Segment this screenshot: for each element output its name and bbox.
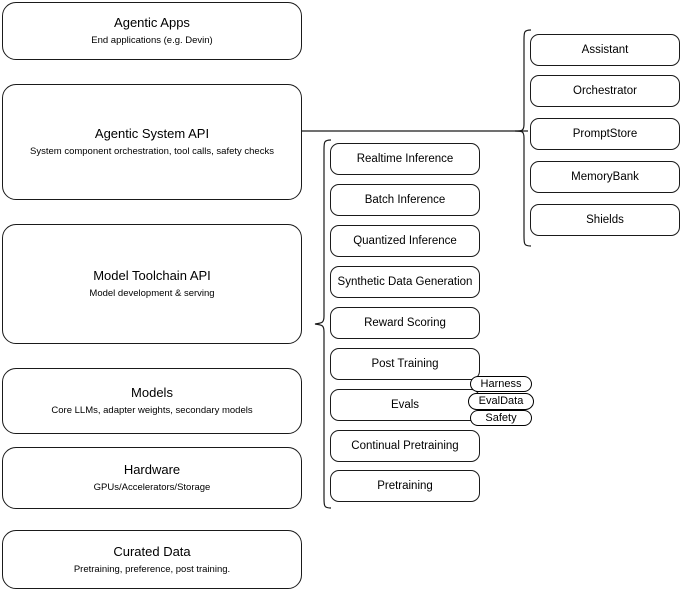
component-assistant[interactable]: Assistant: [530, 34, 680, 66]
evals-pill-safety[interactable]: Safety: [470, 410, 532, 426]
layer-title: Models: [131, 385, 173, 400]
layer-agentic-apps[interactable]: Agentic Apps End applications (e.g. Devi…: [2, 2, 302, 60]
evals-pill-evaldata[interactable]: EvalData: [468, 393, 534, 410]
component-orchestrator[interactable]: Orchestrator: [530, 75, 680, 107]
toolchain-evals[interactable]: Evals: [330, 389, 480, 421]
layer-subtitle: Pretraining, preference, post training.: [73, 563, 231, 575]
component-label: MemoryBank: [571, 171, 639, 183]
toolchain-label: Synthetic Data Generation: [337, 276, 473, 288]
toolchain-quantized-inference[interactable]: Quantized Inference: [330, 225, 480, 257]
toolchain-batch-inference[interactable]: Batch Inference: [330, 184, 480, 216]
component-promptstore[interactable]: PromptStore: [530, 118, 680, 150]
layer-subtitle: Model development & serving: [89, 288, 215, 299]
toolchain-label: Pretraining: [377, 480, 433, 492]
brace-system-components: [514, 28, 532, 248]
component-label: Assistant: [581, 44, 629, 56]
layer-subtitle: System component orchestration, tool cal…: [30, 146, 274, 157]
component-label: Shields: [586, 214, 624, 226]
toolchain-label: Quantized Inference: [353, 235, 457, 247]
toolchain-label: Evals: [390, 399, 420, 411]
toolchain-pretraining[interactable]: Pretraining: [330, 470, 480, 502]
evals-pill-label: Harness: [480, 377, 522, 390]
component-memorybank[interactable]: MemoryBank: [530, 161, 680, 193]
layer-title: Agentic Apps: [114, 15, 190, 30]
layer-title: Agentic System API: [94, 126, 210, 141]
toolchain-continual-pretraining[interactable]: Continual Pretraining: [330, 430, 480, 462]
layer-title: Hardware: [123, 462, 181, 477]
layer-agentic-system-api[interactable]: Agentic System API System component orch…: [2, 84, 302, 200]
toolchain-label: Continual Pretraining: [351, 440, 459, 452]
evals-pill-harness[interactable]: Harness: [470, 376, 532, 392]
toolchain-label: Batch Inference: [364, 194, 446, 206]
evals-pill-label: EvalData: [478, 395, 524, 407]
layer-curated-data[interactable]: Curated Data Pretraining, preference, po…: [2, 530, 302, 589]
layer-model-toolchain-api[interactable]: Model Toolchain API Model development & …: [2, 224, 302, 344]
layer-subtitle: GPUs/Accelerators/Storage: [93, 482, 211, 493]
evals-pill-label: Safety: [485, 411, 517, 424]
component-label: Orchestrator: [573, 85, 637, 97]
toolchain-label: Post Training: [371, 358, 439, 370]
layer-title: Curated Data: [113, 543, 191, 559]
toolchain-post-training[interactable]: Post Training: [330, 348, 480, 380]
layer-models[interactable]: Models Core LLMs, adapter weights, secon…: [2, 368, 302, 434]
component-shields[interactable]: Shields: [530, 204, 680, 236]
layer-subtitle: Core LLMs, adapter weights, secondary mo…: [51, 405, 253, 416]
toolchain-reward-scoring[interactable]: Reward Scoring: [330, 307, 480, 339]
toolchain-label: Reward Scoring: [364, 317, 446, 329]
toolchain-synthetic-data-generation[interactable]: Synthetic Data Generation: [330, 266, 480, 298]
layer-subtitle: End applications (e.g. Devin): [91, 35, 213, 46]
connector-system-api-to-components: [300, 126, 528, 136]
toolchain-label: Realtime Inference: [356, 153, 454, 165]
component-label: PromptStore: [572, 128, 638, 140]
toolchain-realtime-inference[interactable]: Realtime Inference: [330, 143, 480, 175]
layer-hardware[interactable]: Hardware GPUs/Accelerators/Storage: [2, 447, 302, 509]
brace-toolchain-components: [314, 138, 332, 510]
layer-title: Model Toolchain API: [93, 268, 211, 283]
